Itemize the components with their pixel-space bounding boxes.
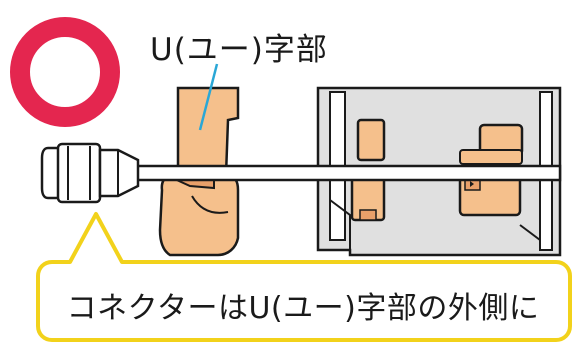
connector <box>40 142 140 204</box>
cable <box>133 164 562 182</box>
clip-right <box>458 123 524 217</box>
caption-text: コネクターはU(ユー)字部の外側に <box>66 291 540 326</box>
u-part-label: U(ユー)字部 <box>150 32 328 68</box>
circle-correct-icon <box>10 17 120 127</box>
callout-box <box>36 212 572 342</box>
clip-left <box>350 118 386 222</box>
leader-line <box>198 63 219 131</box>
